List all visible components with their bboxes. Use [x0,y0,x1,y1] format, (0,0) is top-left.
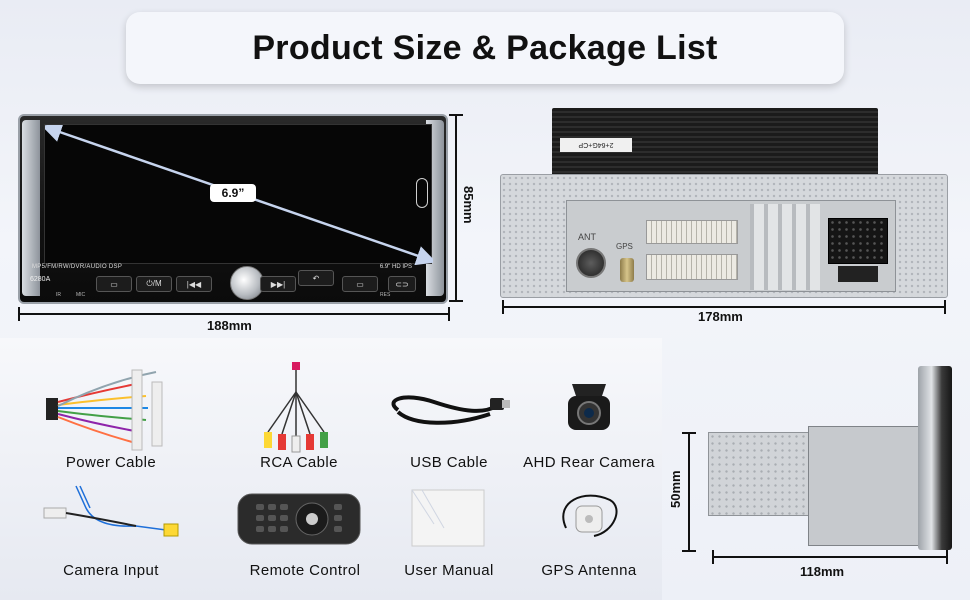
res-label: RES [380,292,391,298]
side-unit-image [708,366,952,550]
remote-control-icon [230,484,380,576]
front-height-dimension [449,114,463,302]
user-manual-icon [374,484,524,576]
screen-size-label: 6.9” [210,184,256,202]
front-width-dimension [18,307,450,321]
package-item-label: AHD Rear Camera [523,454,655,471]
rear-unit-image: 2+64G+CP ANT GPS [500,108,950,300]
rear-sticker: 2+64G+CP [560,138,632,152]
package-item-label: Remote Control [249,562,361,579]
package-item-power-cable: Power Cable [36,362,186,471]
package-list-panel [0,338,662,600]
side-unit-faceplate [918,366,952,550]
package-item-usb-cable: USB Cable [374,362,524,471]
side-unit-cage [808,426,920,546]
prev-track-button[interactable]: |◀◀ [176,276,212,292]
side-depth-dimension [712,550,948,564]
screen-spec-text: 6.9" HD IPS [379,264,412,270]
gps-port [620,258,634,282]
ir-label: IR [56,292,61,298]
volume-knob[interactable] [230,266,264,300]
features-text: MP5/FM/RW/DVR/AUDIO DSP [32,264,123,270]
power-cable-icon [36,362,186,454]
package-item-user-manual [374,484,524,576]
power-mode-button[interactable]: ⏻/M [136,276,172,292]
package-item-remote-control [230,484,380,576]
package-item-gps-antenna [514,484,664,576]
back-button[interactable]: ↶ [298,270,334,286]
usb-port-2: ▭ [342,276,378,292]
package-item-label: RCA Cable [260,454,338,471]
package-item-label: Camera Input [63,562,159,579]
side-depth-label: 118mm [800,564,845,579]
rear-width-dimension [502,300,946,314]
mic-label: MIC [76,292,86,298]
iso-connector [828,218,888,264]
package-item-label: GPS Antenna [541,562,637,579]
fuse-holder [838,266,878,282]
connector-bottom [646,254,738,280]
package-item-rear-camera: AHD Rear Camera [514,362,664,471]
home-button[interactable] [416,178,428,208]
package-item-rca-cable: RCA Cable [224,362,374,471]
connector-top [646,220,738,244]
page-title: Product Size & Package List [252,28,718,67]
package-item-label: Power Cable [65,454,157,471]
package-item-label: User Manual [404,562,494,579]
side-height-label: 50mm [668,470,683,508]
antenna-port [576,248,606,278]
side-height-dimension [682,432,696,552]
front-unit-image: MP5/FM/RW/DVR/AUDIO DSP 6.9" HD IPS 6280… [18,114,448,304]
front-width-label: 188mm [207,318,252,333]
front-unit-left-bezel [22,120,40,296]
model-label: 6280A [30,276,51,283]
usb-port-1: ▭ [96,276,132,292]
usb-cable-icon [374,362,524,454]
usb-c-port: ⊂⊃ [388,276,416,292]
package-item-label: USB Cable [410,454,488,471]
gps-antenna-icon [514,484,664,576]
title-banner: Product Size & Package List [126,12,844,84]
front-height-label: 85mm [461,186,476,224]
rca-cable-icon [224,362,374,454]
camera-input-icon [36,478,186,570]
next-track-button[interactable]: ▶▶| [260,276,296,292]
gps-label: GPS [616,242,633,251]
rear-camera-icon [514,362,664,454]
rear-width-label: 178mm [698,309,743,324]
package-item-camera-input [36,478,186,570]
vent-slots [750,204,820,290]
ant-label: ANT [578,232,596,242]
